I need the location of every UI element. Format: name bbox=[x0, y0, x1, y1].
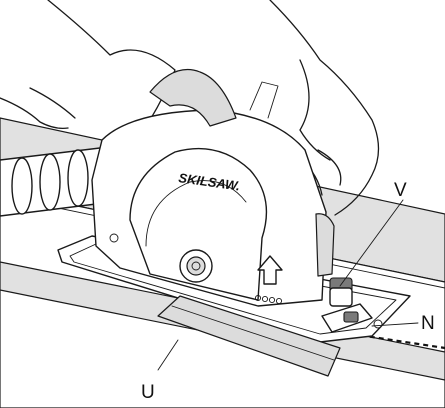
rotation-arrow-icon bbox=[257, 255, 283, 285]
callout-v: V bbox=[394, 180, 407, 201]
cut-line bbox=[351, 332, 445, 350]
parallel-guide[interactable] bbox=[157, 295, 341, 377]
vent-slots bbox=[254, 294, 283, 305]
left-hand bbox=[0, 0, 176, 130]
callout-v-leader bbox=[339, 199, 404, 287]
housing-dial bbox=[109, 233, 119, 243]
callout-n-leader bbox=[371, 322, 419, 327]
depth-adjustment-lever[interactable] bbox=[315, 213, 353, 307]
guide-clamp[interactable] bbox=[321, 303, 383, 333]
blade-arbor bbox=[179, 249, 213, 283]
callout-u: U bbox=[141, 382, 155, 403]
blade-guard bbox=[129, 147, 268, 301]
callout-u-leader bbox=[157, 339, 179, 371]
callout-n: N bbox=[421, 313, 435, 334]
